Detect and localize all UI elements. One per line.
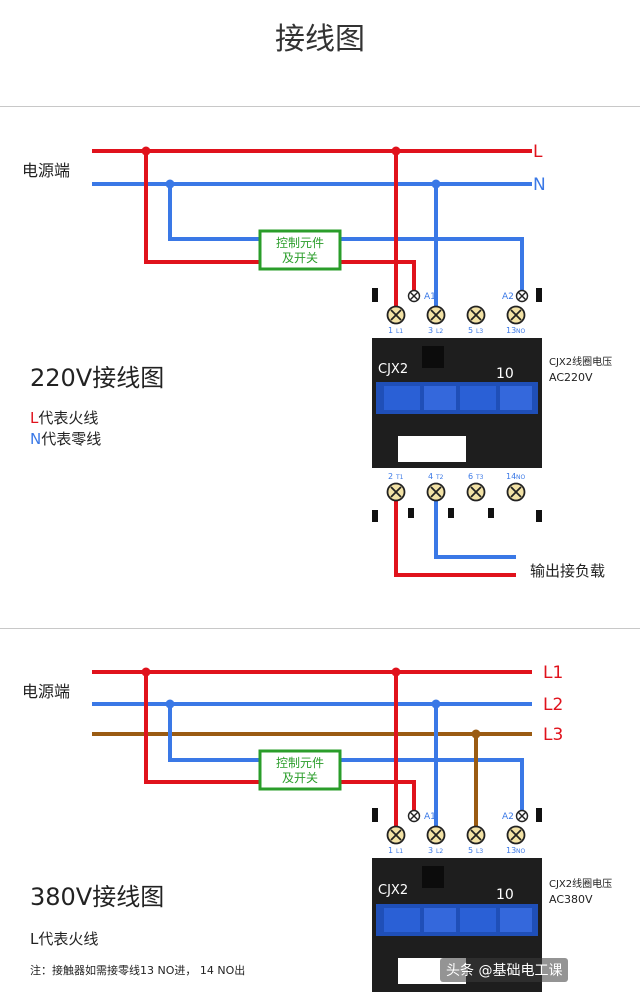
heading-380v: 380V接线图: [30, 883, 164, 911]
coil-a2-label: A2: [502, 812, 514, 822]
page-title: 接线图: [275, 22, 365, 57]
contactor-model: CJX2: [378, 362, 408, 377]
control-box-line2: 及开关: [282, 771, 318, 785]
bottom-terminal-label: 4: [428, 472, 433, 481]
line-l2-label: L2: [543, 695, 563, 715]
legend-l-380v: L代表火线: [30, 930, 98, 948]
top-terminal-label: 5: [468, 326, 473, 335]
control-box-line2: 及开关: [282, 251, 318, 265]
top-terminal-sub: L3: [476, 328, 483, 335]
bottom-terminal-sub: T3: [475, 474, 484, 481]
top-terminal-label: 13: [506, 846, 516, 855]
output-label: 输出接负载: [530, 562, 605, 580]
diagram-380v: [92, 667, 542, 992]
coil-voltage-title: CJX2线圈电压: [549, 877, 612, 890]
top-terminal-sub: L1: [396, 328, 403, 335]
coil-a1-label: A1: [424, 292, 436, 302]
control-box-380v: [258, 749, 342, 791]
coil-voltage-title: CJX2线圈电压: [549, 355, 612, 368]
contactor-rating: 10: [496, 887, 514, 903]
heading-220v: 220V接线图: [30, 364, 164, 392]
legend-l-text: 代表火线: [38, 409, 98, 427]
bottom-terminal-sub: T2: [435, 474, 444, 481]
legend-l: L代表火线: [30, 409, 98, 427]
contactor-380v: [372, 808, 542, 992]
legend-n-letter: N: [30, 430, 41, 448]
legend-n: N代表零线: [30, 430, 101, 448]
watermark: 头条 @基础电工课: [440, 958, 569, 982]
top-terminal-label: 5: [468, 846, 473, 855]
top-terminal-sub: L3: [476, 848, 483, 855]
bottom-terminal-label: 14: [506, 472, 516, 481]
coil-voltage: AC380V: [549, 893, 593, 906]
legend-n-text: 代表零线: [41, 430, 101, 448]
legend-l-letter: L: [30, 409, 39, 427]
control-box-line1: 控制元件: [276, 756, 324, 770]
top-terminal-label: 13: [506, 326, 516, 335]
line-n-label: N: [533, 175, 546, 195]
coil-voltage: AC220V: [549, 371, 593, 384]
bottom-terminal-label: 6: [468, 472, 473, 481]
top-terminal-sub: L2: [436, 848, 443, 855]
line-l3-label: L3: [543, 725, 563, 745]
divider-top: [0, 106, 640, 107]
bottom-terminal-sub: NO: [516, 474, 525, 481]
contactor-model: CJX2: [378, 883, 408, 898]
divider-middle: [0, 628, 640, 629]
line-l1-label: L1: [543, 663, 563, 683]
top-terminal-label: 3: [428, 326, 433, 335]
diagram-220v: [92, 146, 542, 577]
top-terminal-sub: L2: [436, 328, 443, 335]
contactor-220v: [372, 288, 542, 522]
top-terminal-sub: NO: [516, 328, 525, 335]
bottom-terminal-label: 2: [388, 472, 393, 481]
top-terminal-sub: L1: [396, 848, 403, 855]
top-terminal-label: 1: [388, 846, 393, 855]
coil-a1-label: A1: [424, 812, 436, 822]
control-box-220v: [258, 229, 342, 271]
top-terminal-label: 1: [388, 326, 393, 335]
wiring-note: 注：接触器如需接零线13 NO进， 14 NO出: [30, 963, 245, 977]
power-label-220v: 电源端: [22, 161, 70, 180]
top-terminal-label: 3: [428, 846, 433, 855]
power-label-380v: 电源端: [22, 682, 70, 701]
contactor-rating: 10: [496, 366, 514, 382]
top-terminal-sub: NO: [516, 848, 525, 855]
coil-a2-label: A2: [502, 292, 514, 302]
control-box-line1: 控制元件: [276, 236, 324, 250]
line-l-label: L: [533, 142, 543, 162]
bottom-terminal-sub: T1: [395, 474, 404, 481]
